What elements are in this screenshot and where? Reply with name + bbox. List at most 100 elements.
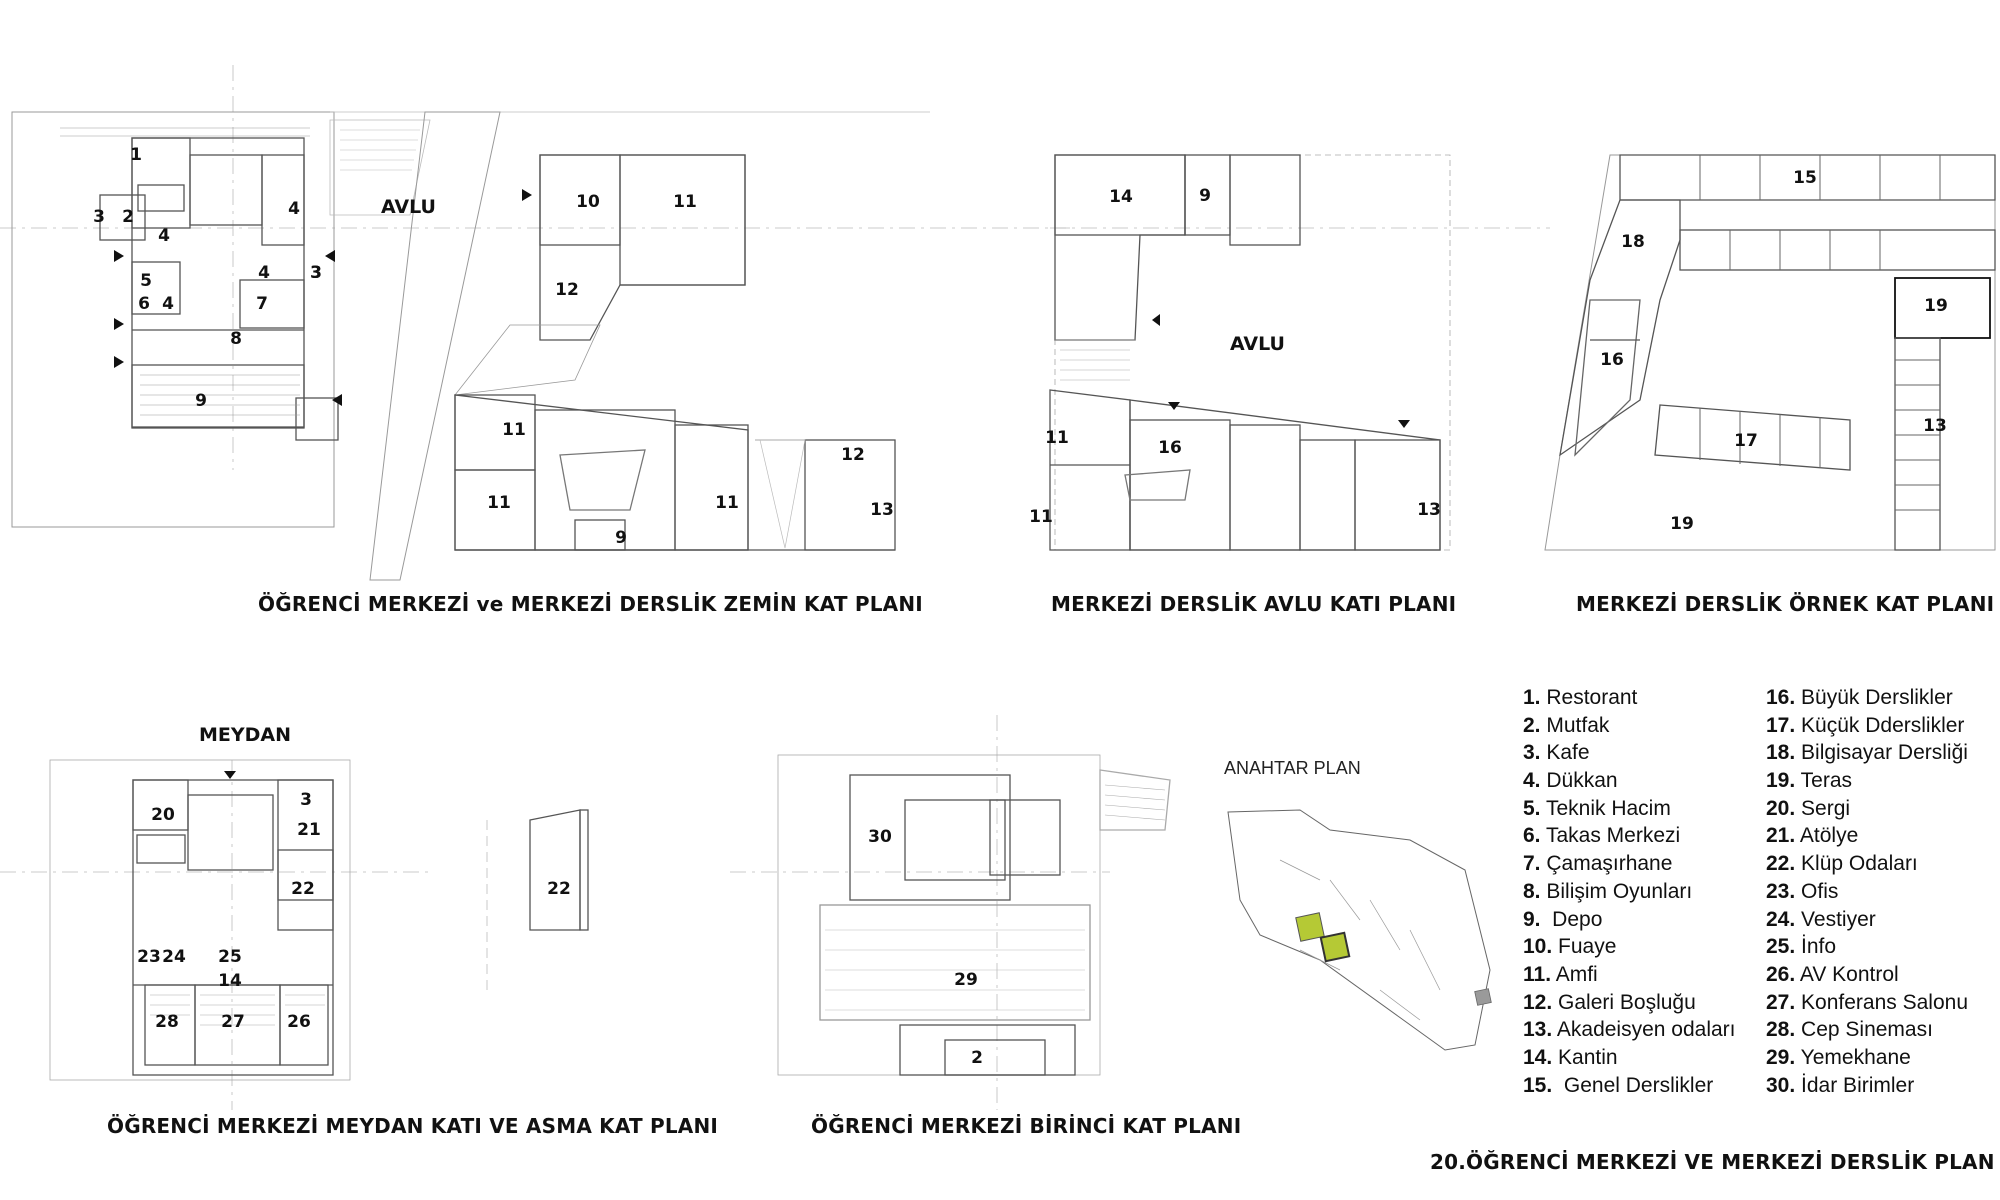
room-number: 14 [1109,187,1133,207]
room-number: 19 [1670,514,1694,534]
legend-item: 20. Sergi [1766,795,1968,823]
legend-text: Bilgisayar Dersliği [1795,741,1968,765]
room-number: 13 [1923,416,1947,436]
room-number: 11 [1045,428,1069,448]
legend-item: 12. Galeri Boşluğu [1523,989,1736,1017]
room-number: 26 [287,1012,311,1032]
room-number: 9 [195,391,207,411]
legend-item: 4. Dükkan [1523,767,1736,795]
typical-floor-plan [1544,154,1996,551]
legend-number: 11. [1523,962,1552,986]
plan-title: ÖĞRENCİ MERKEZİ ve MERKEZİ DERSLİK ZEMİN… [258,592,923,616]
legend-number: 20. [1766,796,1796,820]
room-number: 21 [297,820,321,840]
legend-number: 10. [1523,935,1553,959]
room-number: 15 [1793,168,1817,188]
room-number: 27 [221,1012,245,1032]
legend-number: 16. [1766,686,1796,709]
legend-number: 29. [1766,1045,1796,1069]
room-number: 3 [310,263,322,283]
room-number: 3 [93,207,105,227]
room-number: 12 [841,445,865,465]
legend-item: 7. Çamaşırhane [1523,850,1736,878]
legend-number: 6. [1523,824,1541,848]
room-number: 9 [1199,186,1211,206]
legend-number: 1. [1523,686,1541,709]
legend-item: 28. Cep Sineması [1766,1016,1968,1044]
room-number: 22 [547,879,571,899]
meydan-label: MEYDAN [199,724,292,746]
legend-item: 3. Kafe [1523,739,1736,767]
room-number: 22 [291,879,315,899]
legend-item: 1. Restorant [1523,684,1736,712]
legend-number: 15. [1523,1073,1553,1097]
legend-number: 26. [1766,962,1796,986]
room-number: 20 [151,805,175,825]
legend-item: 6. Takas Merkezi [1523,822,1736,850]
legend-item: 5. Teknik Hacim [1523,795,1736,823]
room-number: 4 [288,199,300,219]
legend-text: Vestiyer [1795,907,1876,931]
room-number: 16 [1600,350,1624,370]
avlu-floor-plan [1049,154,1550,551]
room-number: 11 [673,192,697,212]
legend-text: Cep Sineması [1795,1018,1933,1042]
plan-title: ÖĞRENCİ MERKEZİ MEYDAN KATI VE ASMA KAT … [107,1114,719,1138]
room-number: 4 [258,263,270,283]
entrance-arrows [114,189,1410,779]
legend-item: 27. Konferans Salonu [1766,989,1968,1017]
room-number: 28 [155,1012,179,1032]
legend-number: 5. [1523,796,1541,820]
room-number: 16 [1158,438,1182,458]
legend-number: 27. [1766,990,1796,1014]
legend-text: AV Kontrol [1795,962,1899,986]
room-number: 18 [1621,232,1645,252]
legend-number: 22. [1766,852,1796,876]
meydan-floor-plan [0,759,589,1110]
first-floor-plan [730,715,1171,1110]
plan-title: MERKEZİ DERSLİK ÖRNEK KAT PLANI [1576,592,1995,616]
legend-number: 19. [1766,769,1796,793]
legend-item: 30. İdar Birimler [1766,1072,1968,1100]
room-number: 30 [868,827,892,847]
sheet-title: 20.ÖĞRENCİ MERKEZİ VE MERKEZİ DERSLİK PL… [1430,1150,1995,1174]
legend-item: 23. Ofis [1766,878,1968,906]
room-number: 4 [162,294,174,314]
room-number: 14 [218,971,242,991]
room-number: 2 [971,1048,983,1068]
legend-item: 26. AV Kontrol [1766,961,1968,989]
legend-item: 18. Bilgisayar Dersliği [1766,739,1968,767]
room-number: 3 [300,790,312,810]
legend-text: Ofis [1795,879,1839,903]
legend-text: Galeri Boşluğu [1552,990,1696,1014]
ground-floor-plan [0,65,1070,581]
room-number: 2 [122,207,134,227]
legend-number: 24. [1766,907,1796,931]
legend-text: Akadeisyen odaları [1552,1018,1736,1042]
legend-number: 3. [1523,741,1541,765]
legend-text: Restorant [1540,686,1638,709]
room-number: 7 [256,294,268,314]
room-number: 5 [140,271,152,291]
legend-number: 9. [1523,907,1541,931]
room-number: 13 [870,500,894,520]
legend-text: Çamaşırhane [1540,852,1673,876]
room-number: 11 [487,493,511,513]
legend-number: 25. [1766,935,1796,959]
room-number: 4 [158,226,170,246]
legend-text: Kantin [1552,1045,1618,1069]
legend-text: Konferans Salonu [1795,990,1968,1014]
legend-item: 22. Klüp Odaları [1766,850,1968,878]
legend-number: 23. [1766,879,1796,903]
legend-item: 19. Teras [1766,767,1968,795]
legend-item: 10. Fuaye [1523,933,1736,961]
legend-item: 13. Akadeisyen odaları [1523,1016,1736,1044]
legend-item: 8. Bilişim Oyunları [1523,878,1736,906]
legend-number: 30. [1766,1073,1796,1097]
legend-number: 8. [1523,879,1541,903]
room-number: 11 [715,493,739,513]
room-number: 11 [502,420,526,440]
legend-text: İnfo [1795,935,1837,959]
